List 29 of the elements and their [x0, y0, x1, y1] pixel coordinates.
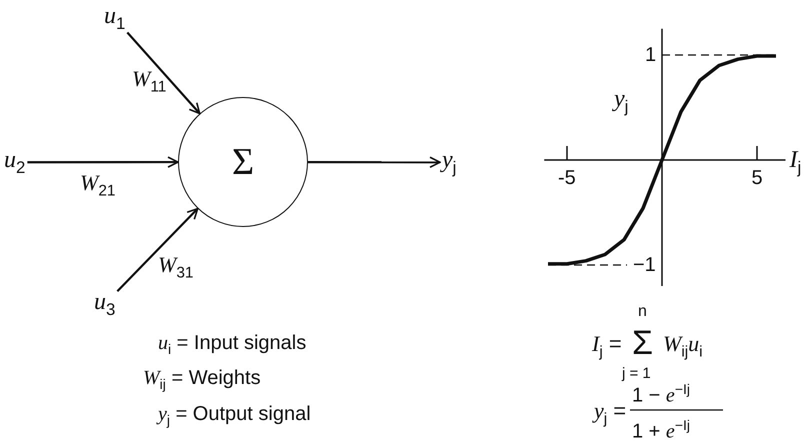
arrow [116, 208, 198, 292]
arrow [27, 156, 179, 168]
formula-text: 1 − e$^{−Ij}$ [632, 382, 690, 406]
input-label: u$_{3}$ [94, 290, 116, 319]
summation-node: Σ [178, 97, 308, 227]
tick-label: 5 [752, 168, 763, 188]
tick-label: −1 [633, 255, 656, 275]
formula-text: n [638, 304, 647, 320]
formula-text: I$_{j}$ = [592, 333, 622, 360]
arrow [126, 32, 201, 114]
summation-sign: Σ [632, 326, 654, 360]
definition-text: u$_{i}$ = Input signals [158, 333, 306, 356]
tick-label: 1 [645, 45, 656, 65]
axis-label: y$_{j}$ [614, 86, 628, 116]
input-label: u$_{2}$ [4, 148, 26, 177]
formula-text: W$_{ij}$u$_{i}$ [663, 333, 703, 360]
output-label: y$_{j}$ [442, 148, 456, 177]
arrow [308, 156, 441, 168]
edge-label: W$_{21}$ [80, 172, 116, 199]
formula-text: 1 + e$^{−Ij}$ [632, 418, 690, 442]
formula-text: y$_{j}$ = [594, 400, 626, 427]
edge-label: W$_{11}$ [132, 68, 166, 95]
definition-text: y$_{j}$ = Output signal [158, 404, 311, 427]
tick-label: -5 [558, 168, 576, 188]
edge-label: W$_{31}$ [158, 254, 194, 281]
formula-text: j = 1 [622, 366, 651, 381]
axis-label: I$_{j}$ [790, 148, 802, 177]
input-label: u$_{1}$ [104, 4, 126, 33]
definition-text: W$_{ij}$ = Weights [143, 368, 261, 391]
